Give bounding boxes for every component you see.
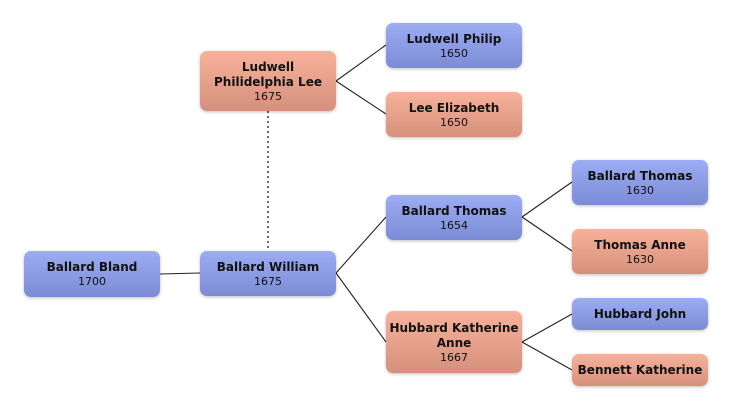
person-year: 1675 xyxy=(254,89,282,103)
person-node[interactable]: Hubbard John xyxy=(572,298,708,330)
link-ludwell-mother xyxy=(335,80,387,115)
link-bland-william xyxy=(159,272,201,275)
link-katherine-father xyxy=(521,313,573,343)
person-node[interactable]: Ludwell Philidelphia Lee 1675 xyxy=(200,51,336,111)
person-year: 1630 xyxy=(626,183,654,197)
person-year: 1675 xyxy=(254,274,282,288)
person-year: 1700 xyxy=(78,275,106,288)
person-name: Hubbard Katherine Anne xyxy=(389,320,519,350)
person-node[interactable]: Ballard Thomas 1654 xyxy=(386,195,522,240)
person-name: Ballard Thomas xyxy=(401,203,507,218)
person-name: Hubbard John xyxy=(593,306,687,321)
link-katherine-mother xyxy=(521,341,573,371)
person-name: Ludwell Philidelphia Lee xyxy=(214,59,322,89)
person-year: 1667 xyxy=(440,350,468,364)
person-name: Bennett Katherine xyxy=(577,362,703,377)
person-year: 1630 xyxy=(626,252,654,266)
person-year: 1650 xyxy=(440,46,468,60)
person-node[interactable]: Ballard Thomas 1630 xyxy=(572,160,708,205)
person-name: Ballard Thomas xyxy=(587,168,693,183)
person-node[interactable]: Ballard William 1675 xyxy=(200,251,336,296)
person-node[interactable]: Bennett Katherine xyxy=(572,354,708,386)
person-name: Thomas Anne xyxy=(594,237,686,252)
person-node[interactable]: Ludwell Philip 1650 xyxy=(386,23,522,68)
person-year: 1650 xyxy=(440,115,468,129)
link-thomas-mother xyxy=(521,216,573,252)
person-node[interactable]: Thomas Anne 1630 xyxy=(572,229,708,274)
person-node[interactable]: Lee Elizabeth 1650 xyxy=(386,92,522,137)
person-name: Ballard William xyxy=(216,259,320,274)
person-node[interactable]: Hubbard Katherine Anne 1667 xyxy=(386,311,522,373)
person-year: 1654 xyxy=(440,218,468,232)
link-thomas-father xyxy=(521,181,573,218)
person-name: Ludwell Philip xyxy=(406,31,502,46)
link-william-father xyxy=(335,216,387,274)
person-name: Lee Elizabeth xyxy=(408,100,500,115)
link-william-mother xyxy=(335,272,387,343)
person-name: Ballard Bland xyxy=(46,260,138,274)
link-ludwell-father xyxy=(335,44,387,82)
person-node[interactable]: Ballard Bland 1700 xyxy=(24,251,160,297)
